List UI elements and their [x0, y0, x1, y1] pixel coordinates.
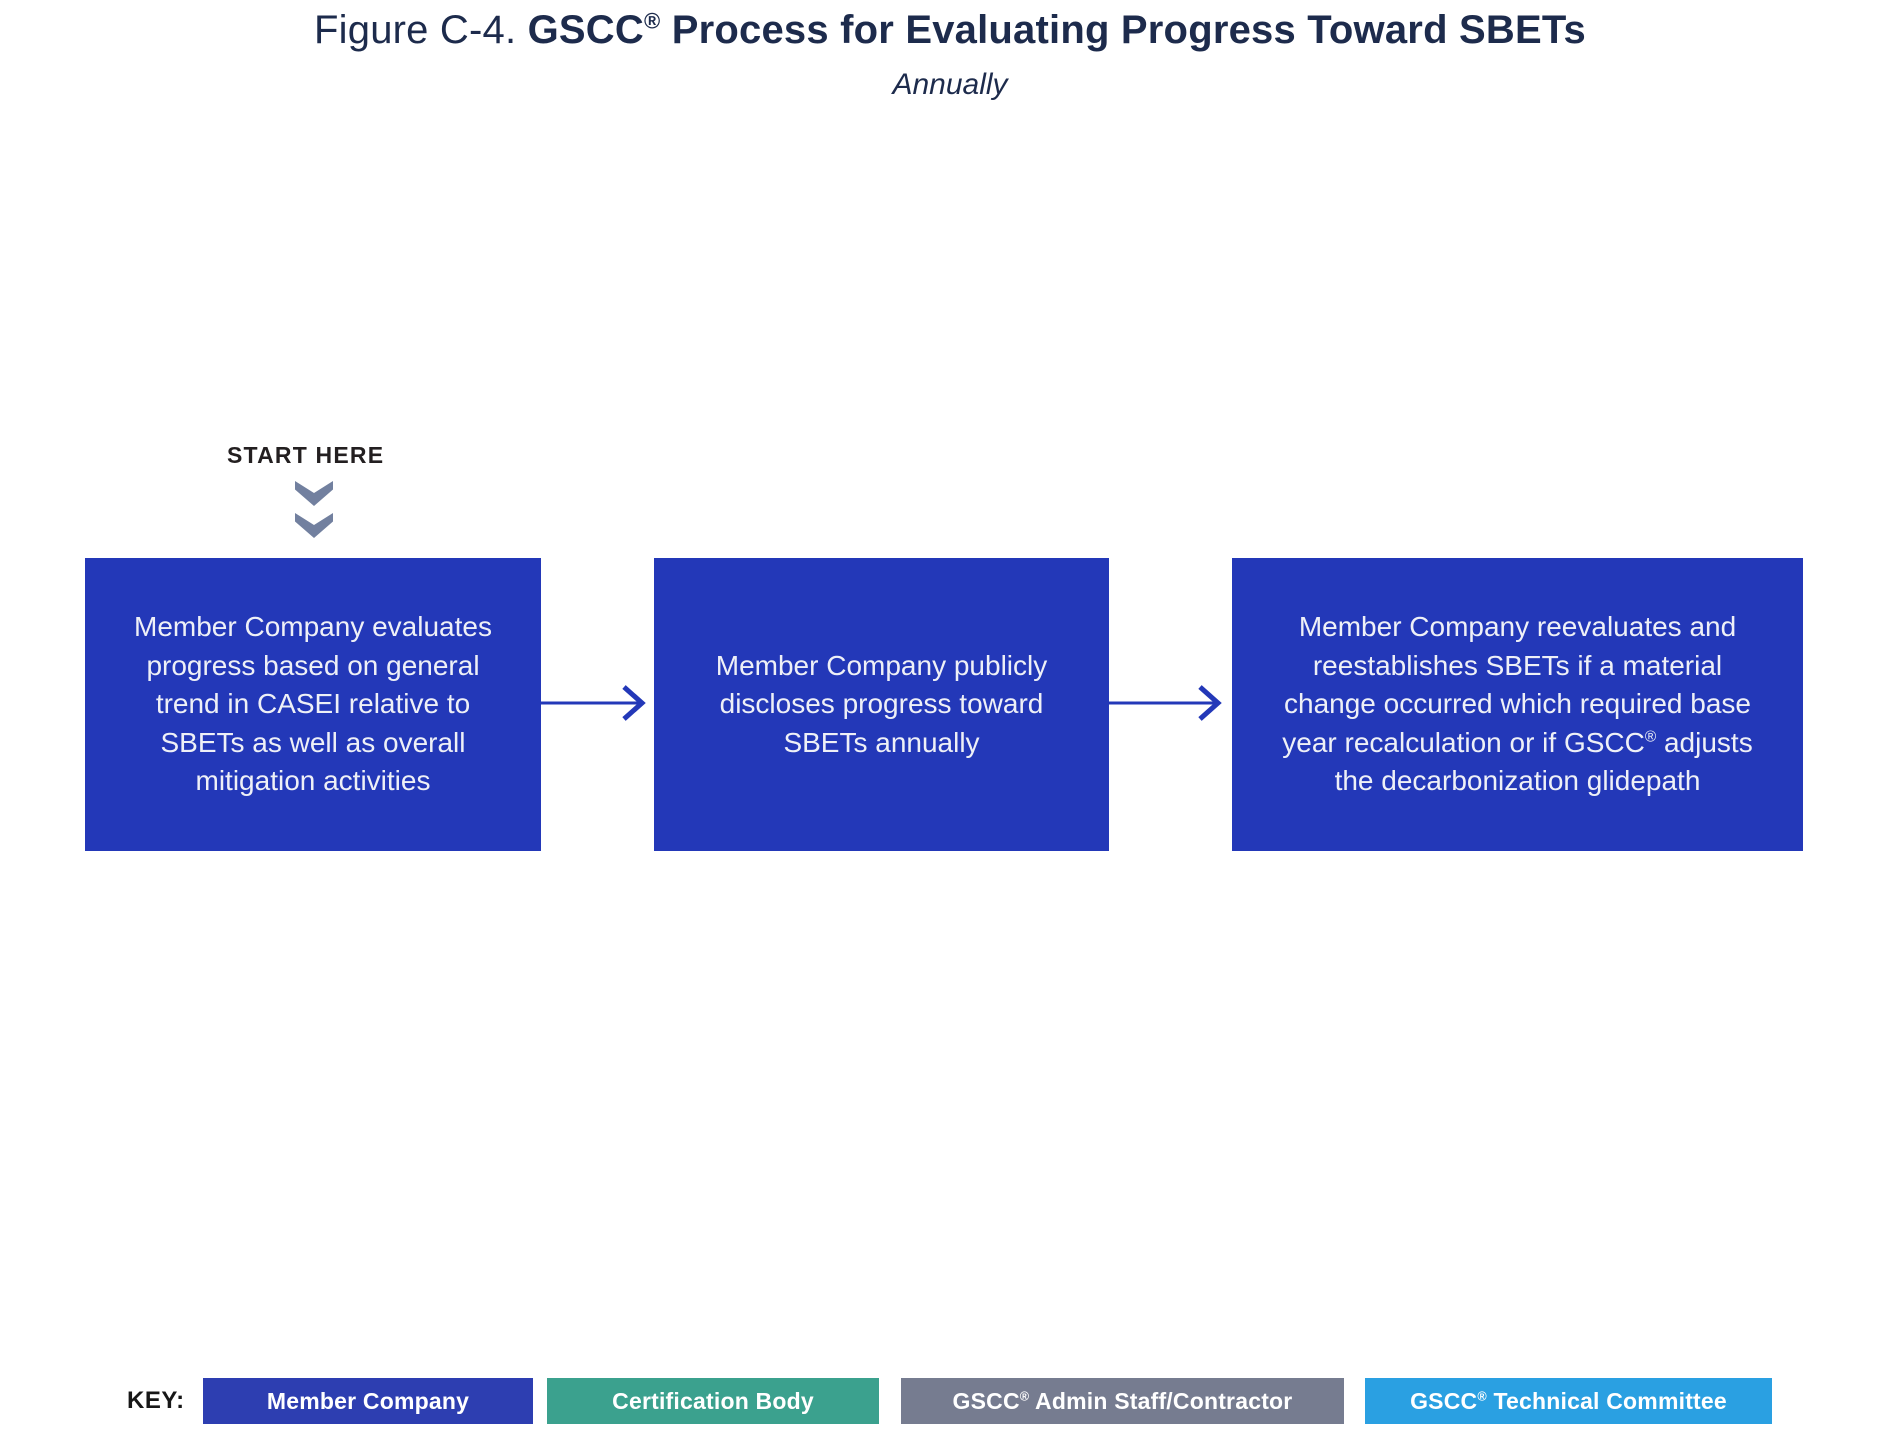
- figure-title-prefix: Figure C-4.: [314, 8, 528, 52]
- flow-step-evaluate: Member Company evaluates progress based …: [85, 558, 541, 851]
- chevron-down-icon: [295, 481, 333, 506]
- key-item-admin-staff-contractor: GSCC® Admin Staff/Contractor: [901, 1378, 1344, 1424]
- key-item-label: Member Company: [266, 1387, 470, 1414]
- flow-step-text: Member Company evaluates progress based …: [134, 610, 492, 797]
- start-here-pointer: [295, 481, 333, 538]
- key-item-label: GSCC® Technical Committee: [1410, 1387, 1727, 1414]
- key-item-certification-body: Certification Body: [547, 1378, 879, 1424]
- key-label: KEY:: [127, 1387, 185, 1414]
- flow-step-disclose: Member Company publicly discloses progre…: [654, 558, 1109, 851]
- arrow-right-icon: [538, 685, 646, 721]
- key-item-label: Certification Body: [612, 1387, 814, 1414]
- start-here-label: START HERE: [227, 442, 385, 468]
- figure-subtitle: Annually: [892, 68, 1008, 101]
- figure-title: Figure C-4. GSCC® Process for Evaluating…: [0, 8, 1900, 53]
- flow-step-text: Member Company publicly discloses progre…: [715, 649, 1048, 758]
- arrow-right-icon: [1106, 685, 1222, 721]
- flow-step-reevaluate: Member Company reevaluates and reestabli…: [1232, 558, 1803, 851]
- key-item-member-company: Member Company: [203, 1378, 533, 1424]
- key-item-technical-committee: GSCC® Technical Committee: [1365, 1378, 1772, 1424]
- chevron-down-icon: [295, 513, 333, 538]
- flow-step-text: Member Company reevaluates and reestabli…: [1282, 610, 1753, 797]
- key-item-label: GSCC® Admin Staff/Contractor: [952, 1387, 1293, 1414]
- figure-title-main: GSCC® Process for Evaluating Progress To…: [527, 8, 1586, 52]
